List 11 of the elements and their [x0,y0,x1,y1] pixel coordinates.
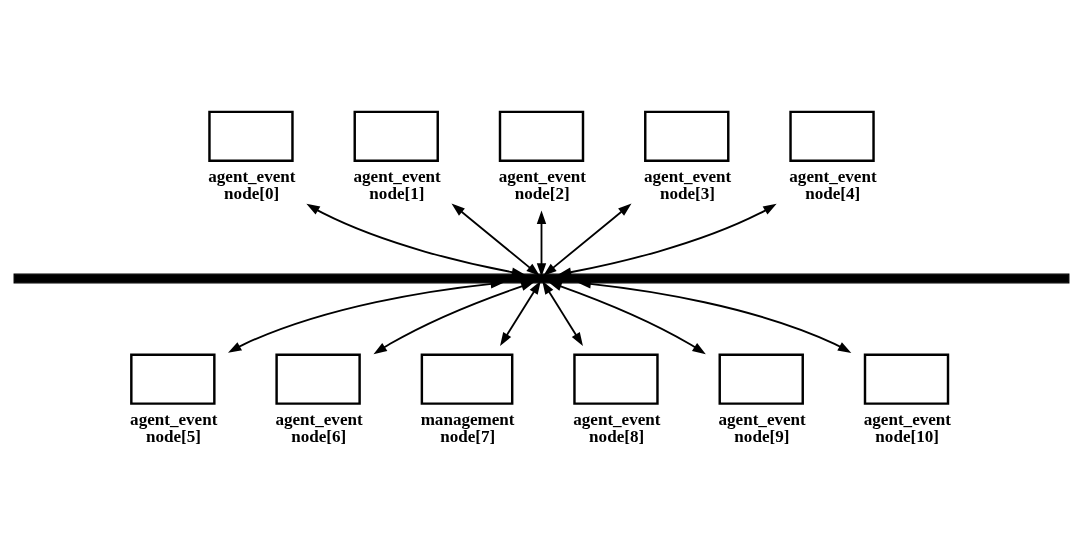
node-label: agent_event node[1] [353,166,441,203]
node-label: agent_event node[4] [789,166,877,203]
node-label: agent_event node[8] [573,409,661,446]
node-label: agent_event node[5] [130,409,218,446]
node-label: agent_event node[6] [275,409,363,446]
node-label: agent_event node[0] [208,166,296,203]
node-label: agent_event node[2] [498,166,587,203]
node-label: agent_event node[3] [644,166,732,203]
node-label: agent_event node[10] [863,409,952,446]
node-label: management node[7] [420,409,515,446]
node-label: agent_event node[9] [718,409,806,446]
